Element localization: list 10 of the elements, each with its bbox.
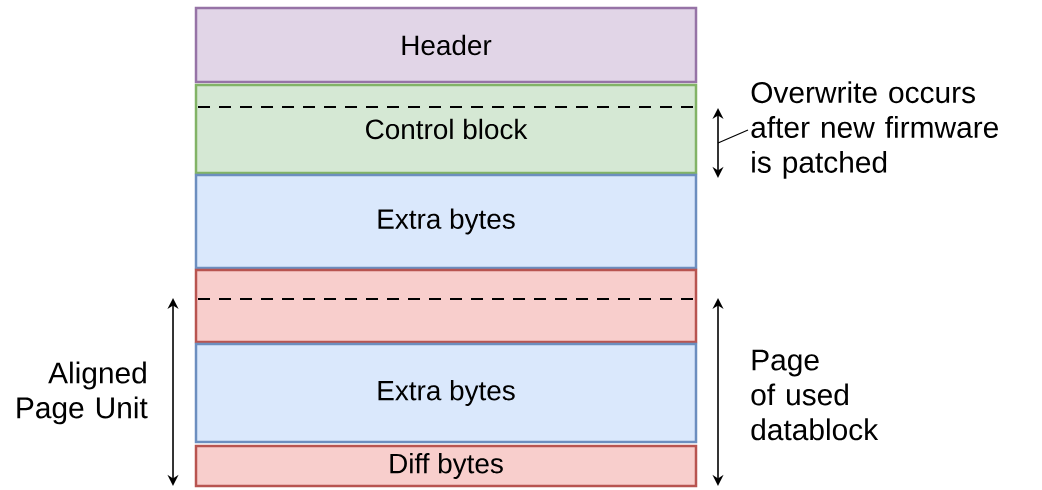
memory-block: Header [194,6,698,84]
note-text: Overwrite occurs after new firmware is patched [751,81,998,179]
memory-block: Extra bytes [194,173,698,270]
dimension-label: Aligned Page Unit [17,361,148,425]
memory-block: Diff bytes [194,444,698,488]
memory-block: Control block [194,83,698,175]
memory-block: Extra bytes [194,342,698,444]
memory-block [194,268,698,344]
dimension-label: Page of used datablock [751,349,879,441]
connector [717,129,749,144]
